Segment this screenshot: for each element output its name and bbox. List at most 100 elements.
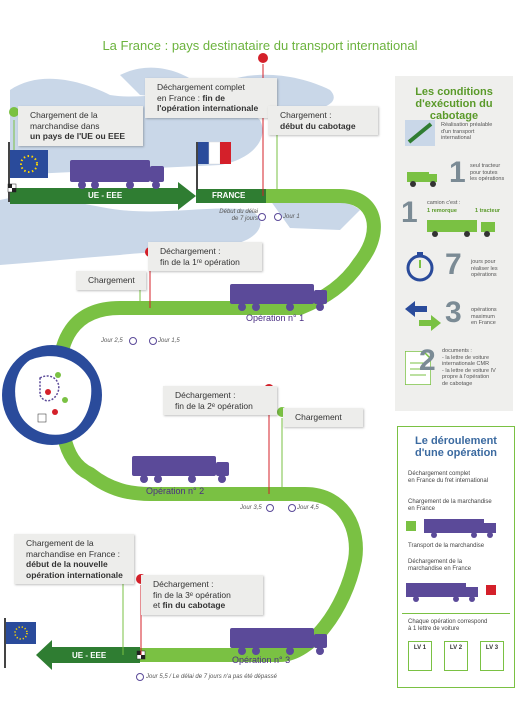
callout-line: Chargement bbox=[295, 412, 342, 422]
deroulement-title: Le déroulement d'une opération bbox=[398, 435, 514, 459]
step-dechargement-complet: Déchargement complet en France du fret i… bbox=[408, 471, 488, 485]
step-line: en France bbox=[408, 506, 436, 512]
condition-line: international bbox=[441, 135, 471, 141]
loading-truck-icon bbox=[404, 515, 508, 544]
eu-flag-bottom bbox=[4, 618, 36, 668]
condition-line: seul tracteur bbox=[470, 163, 501, 169]
condition-num-tracteur: 1 bbox=[449, 156, 466, 189]
callout-line: un pays de l'UE ou EEE bbox=[30, 131, 135, 142]
callout-nouvelle-operation: Chargement de la marchandise en France :… bbox=[14, 534, 134, 584]
condition-single-tractor: seul tracteur pour toutes les opérations bbox=[470, 163, 504, 183]
truck-eu bbox=[70, 160, 164, 189]
lv-label: LV 3 bbox=[485, 645, 499, 651]
callout-line: marchandise dans bbox=[30, 120, 100, 131]
callout-line: Déchargement : bbox=[175, 390, 236, 400]
callout-bold: début du cabotage bbox=[280, 120, 356, 131]
callout-line: Déchargement : bbox=[160, 246, 221, 256]
day-label-1: Jour 1 bbox=[283, 214, 300, 220]
checkered-flag-start bbox=[7, 183, 17, 193]
callout-line: l'opération internationale bbox=[157, 103, 269, 114]
callout-line: fin de la 2ᵉ opération bbox=[175, 400, 253, 411]
condition-line: opérations bbox=[471, 272, 497, 278]
callout-line: début de la nouvelle bbox=[26, 559, 126, 570]
callout-bold: opération internationale bbox=[26, 569, 123, 580]
condition-3-operations: opérations maximum en France bbox=[471, 307, 497, 327]
condition-tractor: 1 tracteur bbox=[475, 208, 501, 214]
condition-line: maximum bbox=[471, 313, 495, 320]
day-label-5-5: Jour 5,5 / Le délai de 7 jours n'a pas é… bbox=[146, 674, 277, 680]
step-dechargement: Déchargement de la marchandise en France bbox=[408, 559, 471, 573]
truck-op1 bbox=[230, 284, 327, 311]
callout-line: fin de la 1ʳᵉ opération bbox=[160, 256, 240, 267]
callout-line: en France : fin de bbox=[157, 93, 269, 104]
callout-text: et bbox=[153, 600, 163, 610]
lv-label: LV 2 bbox=[449, 645, 463, 651]
step-line: en France du fret international bbox=[408, 478, 489, 484]
deroulement-title-line: Le déroulement bbox=[415, 435, 497, 447]
callout-bold: un pays de l'UE ou EEE bbox=[30, 131, 126, 141]
day-line: Début du délai bbox=[219, 209, 258, 215]
callout-line: début du cabotage bbox=[280, 121, 370, 132]
step-line: Chargement de la marchandise bbox=[408, 499, 492, 505]
callout-line: marchandise en France : bbox=[26, 548, 121, 559]
callout-debut-cabotage: Chargement : début du cabotage bbox=[268, 106, 378, 135]
truck-green-icon bbox=[427, 216, 507, 245]
callout-text: en France : bbox=[157, 92, 203, 103]
callout-line: Déchargement complet bbox=[157, 82, 245, 92]
step-line: Déchargement de la bbox=[408, 559, 463, 565]
day-label-3-5: Jour 3,5 bbox=[240, 505, 262, 511]
condition-line: - la lettre de voiture IV bbox=[442, 367, 496, 374]
callout-line: opération internationale bbox=[26, 570, 126, 581]
road-label-ue-eee-bottom: UE - EEE bbox=[72, 651, 107, 660]
conditions-panel: Les conditions d'exécution du cabotage R… bbox=[395, 76, 513, 411]
condition-line: propre à l'opération bbox=[442, 374, 490, 380]
step-lettre-voiture: Chaque opération correspond à 1 lettre d… bbox=[408, 619, 487, 633]
day-label-1-5: Jour 1,5 bbox=[158, 338, 180, 344]
condition-line: réaliser les bbox=[471, 265, 498, 272]
callout-chargement-ue: Chargement de la marchandise dans un pay… bbox=[18, 106, 143, 146]
condition-line: de cabotage bbox=[442, 380, 473, 387]
france-map-inset bbox=[2, 345, 102, 445]
eu-flag-top bbox=[8, 142, 48, 202]
ue-eee-arrow-top bbox=[10, 182, 266, 210]
conditions-title: Les conditions d'exécution du cabotage bbox=[395, 86, 513, 122]
callout-bold: l'opération internationale bbox=[157, 103, 259, 113]
callout-chargement-op1: Chargement bbox=[76, 271, 146, 290]
callout-line: Déchargement : bbox=[153, 579, 214, 589]
step-line: Chaque opération correspond bbox=[408, 619, 488, 625]
two-arrows-icon bbox=[405, 301, 441, 336]
callout-line: et fin du cabotage bbox=[153, 600, 255, 611]
callout-fin-op2: Déchargement : fin de la 2ᵉ opération bbox=[163, 386, 277, 415]
stopwatch-icons bbox=[129, 213, 296, 681]
callout-dechargement-complet: Déchargement complet en France : fin de … bbox=[145, 78, 277, 118]
callout-chargement-op2: Chargement bbox=[283, 408, 363, 427]
deroulement-title-line: d'une opération bbox=[414, 447, 498, 459]
condition-line: - la lettre de voiture bbox=[442, 354, 490, 361]
day-label-2-5: Jour 2,5 bbox=[101, 338, 123, 344]
conditions-title-line: Les conditions bbox=[415, 86, 493, 98]
condition-trailer: 1 remorque bbox=[427, 208, 457, 214]
callout-line: fin de la 3ᵉ opération bbox=[153, 589, 231, 600]
callout-line: Chargement bbox=[88, 275, 135, 285]
condition-line: les opérations bbox=[470, 176, 505, 182]
stopwatch-icon bbox=[405, 252, 435, 287]
callout-bold: fin de bbox=[202, 92, 226, 103]
day-label-start: Début du délai de 7 jours bbox=[213, 209, 258, 223]
condition-line: jours pour bbox=[471, 259, 496, 265]
condition-line: documents : bbox=[442, 348, 472, 354]
deroulement-panel: Le déroulement d'une opération Déchargem… bbox=[397, 426, 515, 688]
step-line: Déchargement complet bbox=[408, 471, 471, 477]
lettre-voiture-2-icon: LV 2 bbox=[444, 641, 468, 671]
tractor-icon bbox=[405, 168, 455, 193]
condition-num-documents: 2 bbox=[419, 344, 436, 377]
operation-label-2: Opération n° 2 bbox=[146, 486, 205, 496]
callout-fin-op1: Déchargement : fin de la 1ʳᵉ opération bbox=[148, 242, 262, 271]
condition-line: d'un transport bbox=[441, 128, 475, 135]
condition-7-days: jours pour réaliser les opérations bbox=[471, 259, 498, 279]
truck-op3 bbox=[230, 628, 327, 655]
callout-bold: fin du cabotage bbox=[162, 600, 226, 610]
step-line: à 1 lettre de voiture bbox=[408, 626, 460, 632]
condition-num-operations: 3 bbox=[445, 296, 462, 329]
day-line: de 7 jours bbox=[231, 216, 258, 222]
